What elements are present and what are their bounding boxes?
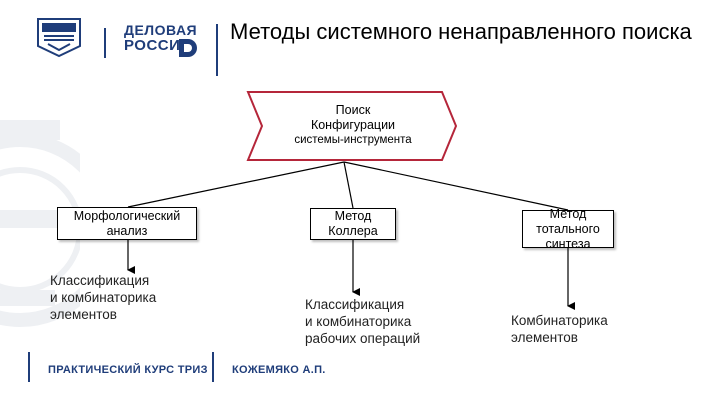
- root-line-2: Конфигурации: [310, 118, 396, 132]
- delovaya-rossiya-logo: ДЕЛОВАЯ РОССИЯ: [124, 22, 214, 62]
- logo-line-2: РОССИЯ: [124, 37, 192, 54]
- logo-line-1: ДЕЛОВАЯ: [124, 22, 198, 38]
- leaf-text-morphological: Классификация и комбинаторика элементов: [50, 273, 157, 322]
- method-box-morphological: Морфологический анализ: [57, 207, 197, 240]
- header-divider: [104, 28, 106, 58]
- method-label-total-synthesis: Метод тотального синтеза: [536, 206, 600, 251]
- footer-divider-middle: [212, 352, 214, 382]
- root-node-shape: [246, 91, 458, 161]
- root-line-1: Поиск: [335, 103, 371, 117]
- watermark-emblem: [0, 120, 80, 327]
- root-line-3: системы-инструмента: [294, 134, 412, 146]
- root-node-text: Поиск Конфигурации системы-инструмента: [270, 103, 436, 148]
- leaf-text-koller: Классификация и комбинаторика рабочих оп…: [305, 297, 421, 346]
- method-box-koller: Метод Коллера: [310, 208, 396, 240]
- slide-title: Методы системного ненаправленного поиска: [230, 19, 692, 44]
- method-label-morphological: Морфологический анализ: [73, 208, 181, 238]
- university-emblem-logo: [37, 18, 81, 58]
- footer-divider-left: [28, 352, 30, 382]
- footer-author: КОЖЕМЯКО А.П.: [232, 364, 326, 376]
- leaf-text-total-synthesis: Комбинаторика элементов: [511, 313, 608, 345]
- footer-course-title: ПРАКТИЧЕСКИЙ КУРС ТРИЗ: [48, 364, 208, 376]
- connector-root-morph: [127, 161, 345, 208]
- method-label-koller: Метод Коллера: [328, 209, 378, 238]
- title-divider: [216, 24, 218, 76]
- connector-root-koller: [343, 161, 354, 209]
- connector-root-total: [343, 161, 569, 211]
- logo-d-mark-icon: [179, 39, 197, 57]
- method-box-total-synthesis: Метод тотального синтеза: [522, 207, 614, 251]
